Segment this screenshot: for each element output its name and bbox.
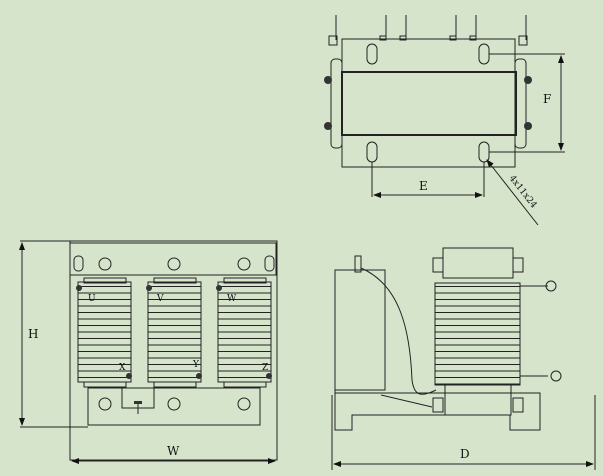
terminal-pins: [328, 15, 528, 46]
terminal-x: X: [119, 363, 126, 373]
terminal-z: Z: [262, 363, 268, 373]
core-band: [341, 71, 517, 136]
terminal-v: V: [156, 294, 164, 304]
side-view: D: [331, 247, 596, 470]
bottom-clamp: [444, 384, 512, 416]
hole-leader-line: [486, 159, 539, 226]
coil-w: [217, 281, 272, 383]
top-view: F E 4x11x24: [324, 15, 565, 226]
top-clamp: [442, 247, 514, 279]
top-yoke: [69, 242, 277, 276]
left-clamp: [330, 58, 343, 149]
front-view: U V W X Y Z H W: [19, 240, 278, 464]
dim-e-label: E: [419, 179, 428, 193]
terminal-u: U: [88, 294, 96, 304]
bottom-yoke: [87, 387, 261, 426]
dim-f-label: F: [543, 92, 551, 106]
coils: [76, 277, 272, 388]
terminal-w: W: [227, 294, 237, 304]
side-coil: [434, 282, 521, 386]
terminal-box: [334, 269, 386, 391]
dim-h-label: H: [28, 327, 38, 341]
terminal-y: Y: [192, 360, 200, 370]
dim-w-label: W: [167, 444, 180, 458]
dim-d-label: D: [460, 447, 470, 461]
mounting-slots: [366, 43, 490, 163]
